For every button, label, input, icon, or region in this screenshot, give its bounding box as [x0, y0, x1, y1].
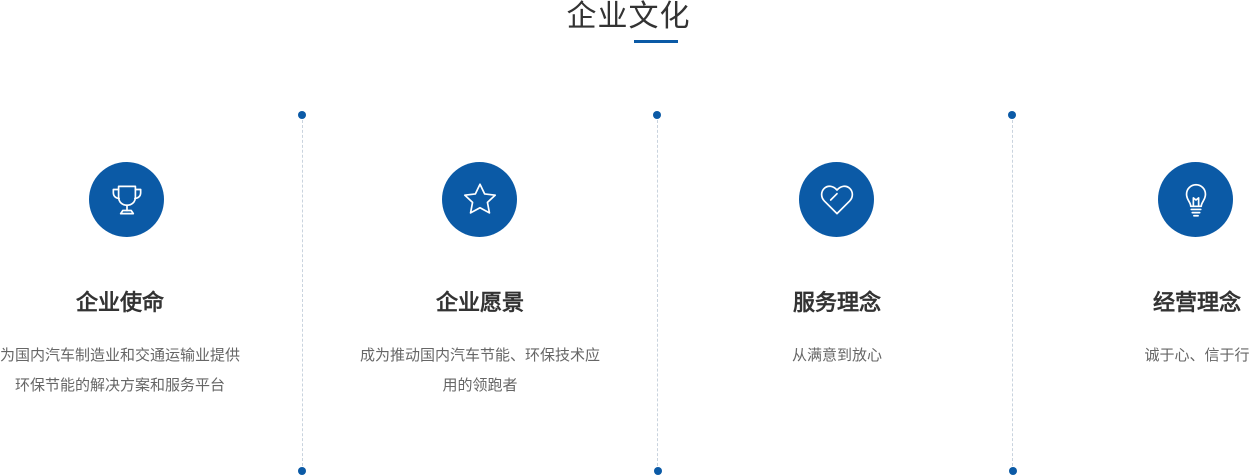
culture-card-service: 服务理念 从满意到放心 — [687, 0, 987, 475]
card-description: 成为推动国内汽车节能、环保技术应用的领跑者 — [360, 346, 601, 394]
section-heading: 企业文化 — [0, 0, 1257, 34]
card-title: 服务理念 — [792, 291, 881, 316]
card-title: 企业愿景 — [435, 291, 524, 316]
heart-icon — [799, 162, 874, 237]
divider-dot-top — [653, 111, 661, 119]
culture-card-vision: 企业愿景 成为推动国内汽车节能、环保技术应用的领跑者 — [330, 0, 630, 475]
divider-dot-bottom — [654, 467, 662, 475]
card-title: 经营理念 — [1152, 291, 1241, 316]
culture-card-business: 经营理念 诚于心、信于行 — [1047, 0, 1257, 475]
card-description: 诚于心、信于行 — [1144, 346, 1250, 364]
divider-dot-top — [1008, 111, 1016, 119]
lightbulb-icon — [1158, 162, 1233, 237]
trophy-icon — [89, 162, 164, 237]
column-divider — [657, 115, 658, 471]
divider-dot-top — [298, 111, 306, 119]
divider-dot-bottom — [298, 467, 306, 475]
column-divider — [1012, 115, 1013, 471]
star-icon — [442, 162, 517, 237]
divider-dot-bottom — [1009, 467, 1017, 475]
section-title: 企业文化 — [566, 0, 691, 34]
culture-card-mission: 企业使命 为国内汽车制造业和交通运输业提供环保节能的解决方案和服务平台 — [0, 0, 270, 475]
card-description: 从满意到放心 — [791, 346, 882, 364]
column-divider — [302, 115, 303, 471]
title-underline — [634, 40, 678, 43]
card-title: 企业使命 — [75, 291, 164, 316]
card-description: 为国内汽车制造业和交通运输业提供环保节能的解决方案和服务平台 — [0, 346, 241, 394]
